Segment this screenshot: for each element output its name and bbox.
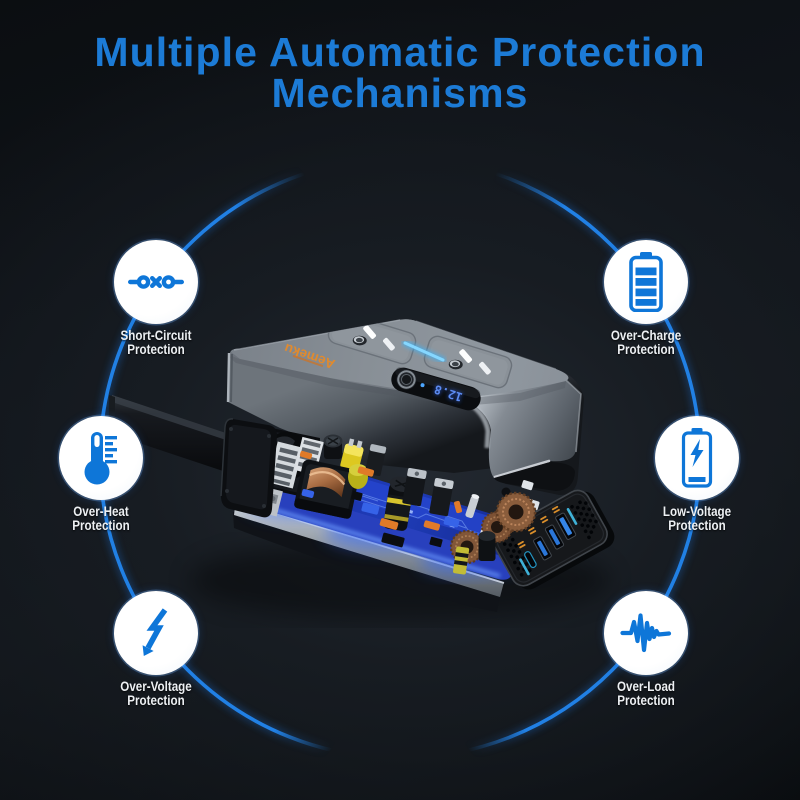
battery-low-icon [681, 428, 713, 488]
feature-circle [655, 416, 739, 500]
feature-label: Over-Load Protection [616, 679, 676, 708]
feature-circle [114, 240, 198, 324]
indicator-led [420, 383, 425, 388]
transformer [294, 459, 360, 519]
short-circuit-icon [128, 275, 184, 289]
feature-label: Low-Voltage Protection [662, 504, 732, 533]
feature-circle [604, 591, 688, 675]
left-end-cap [220, 418, 277, 518]
ac-outlet-2 [423, 335, 513, 389]
toroid-coils [449, 491, 537, 575]
inverter-base [220, 418, 615, 612]
power-button [396, 369, 417, 390]
feature-circle [604, 240, 688, 324]
high-voltage-icon [142, 608, 168, 656]
vent-holes [502, 500, 598, 577]
feature-circle [59, 416, 143, 500]
title-line-2: Mechanisms [271, 70, 529, 116]
usb-c-port [524, 551, 537, 569]
feature-label: Over-Voltage Protection [120, 679, 192, 708]
thermometer-icon [84, 432, 117, 485]
port-labels [517, 505, 560, 549]
usb-a-port-1 [533, 536, 552, 561]
usb-a-port-3 [555, 512, 577, 540]
feature-circle [114, 591, 198, 675]
feature-label: Short-Circuit Protection [120, 328, 192, 357]
product-image: Aemeku 12.8 12.8 [109, 319, 615, 612]
battery-charge-icon [629, 252, 663, 312]
feature-label: Over-Charge Protection [610, 328, 682, 357]
led-strip [402, 340, 446, 363]
capacitor-x [323, 434, 343, 459]
waveform-icon [620, 613, 672, 653]
usb-a-port-2 [544, 524, 565, 550]
transistors [365, 444, 454, 517]
usb-panel [493, 489, 615, 590]
display-pill: 12.8 12.8 [391, 367, 481, 411]
title-line-1: Multiple Automatic Protection [94, 29, 706, 75]
feature-label: Over-Heat Protection [72, 504, 130, 533]
page-title: Multiple Automatic Protection Mechanisms [0, 32, 800, 114]
